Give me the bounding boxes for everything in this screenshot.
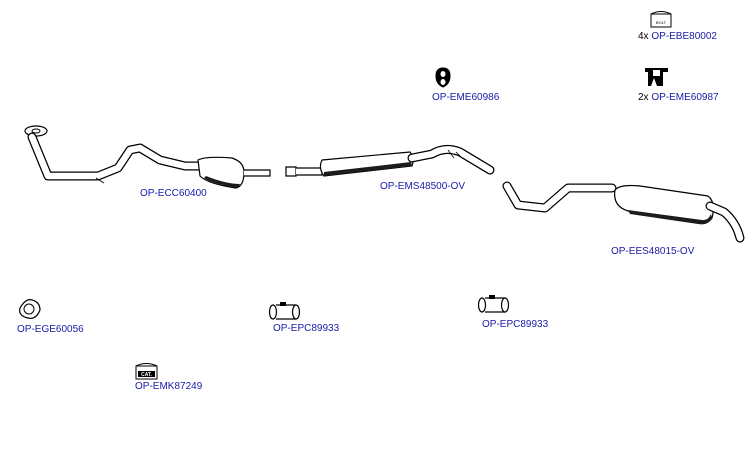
hanger-a-code[interactable]: OP-EME60986 xyxy=(432,92,500,103)
mounting-kit-icon[interactable]: CAT. xyxy=(135,363,158,380)
catalytic-converter-code[interactable]: OP-ECC60400 xyxy=(140,188,207,199)
gasket-code[interactable]: OP-EGE60056 xyxy=(17,324,84,335)
pipe-clamp-icon[interactable] xyxy=(477,295,510,313)
rear-silencer-code[interactable]: OP-EES48015-OV xyxy=(611,246,695,257)
hanger-b-qty: 2x xyxy=(638,92,649,103)
bolt-kit-icon-text: BOLT xyxy=(656,20,667,25)
pipe-clamp-icon[interactable] xyxy=(268,302,301,320)
flange-gasket-icon[interactable] xyxy=(19,299,41,319)
bolt-kit-icon[interactable]: BOLT xyxy=(650,11,672,28)
hanger-b-code[interactable]: OP-EME60987 xyxy=(651,92,719,103)
clamp-1-code[interactable]: OP-EPC89933 xyxy=(273,323,340,334)
front-pipe-catalytic-converter-icon[interactable] xyxy=(24,125,271,189)
middle-silencer-code[interactable]: OP-EMS48500-OV xyxy=(380,181,466,192)
hanger-bracket-icon[interactable] xyxy=(645,68,668,86)
hanger-b-label[interactable]: 2x OP-EME60987 xyxy=(638,92,719,104)
mounting-kit-code[interactable]: OP-EMK87249 xyxy=(135,381,203,392)
rear-silencer-icon[interactable] xyxy=(502,181,745,243)
middle-silencer-icon[interactable] xyxy=(285,144,495,177)
bolt-kit-label[interactable]: 4x OP-EBE80002 xyxy=(638,31,717,43)
bolt-kit-code[interactable]: OP-EBE80002 xyxy=(651,31,717,42)
bolt-kit-qty: 4x xyxy=(638,31,649,42)
clamp-2-code[interactable]: OP-EPC89933 xyxy=(482,319,549,330)
mounting-kit-icon-text: CAT. xyxy=(141,372,152,378)
rubber-hanger-icon[interactable] xyxy=(435,67,451,88)
